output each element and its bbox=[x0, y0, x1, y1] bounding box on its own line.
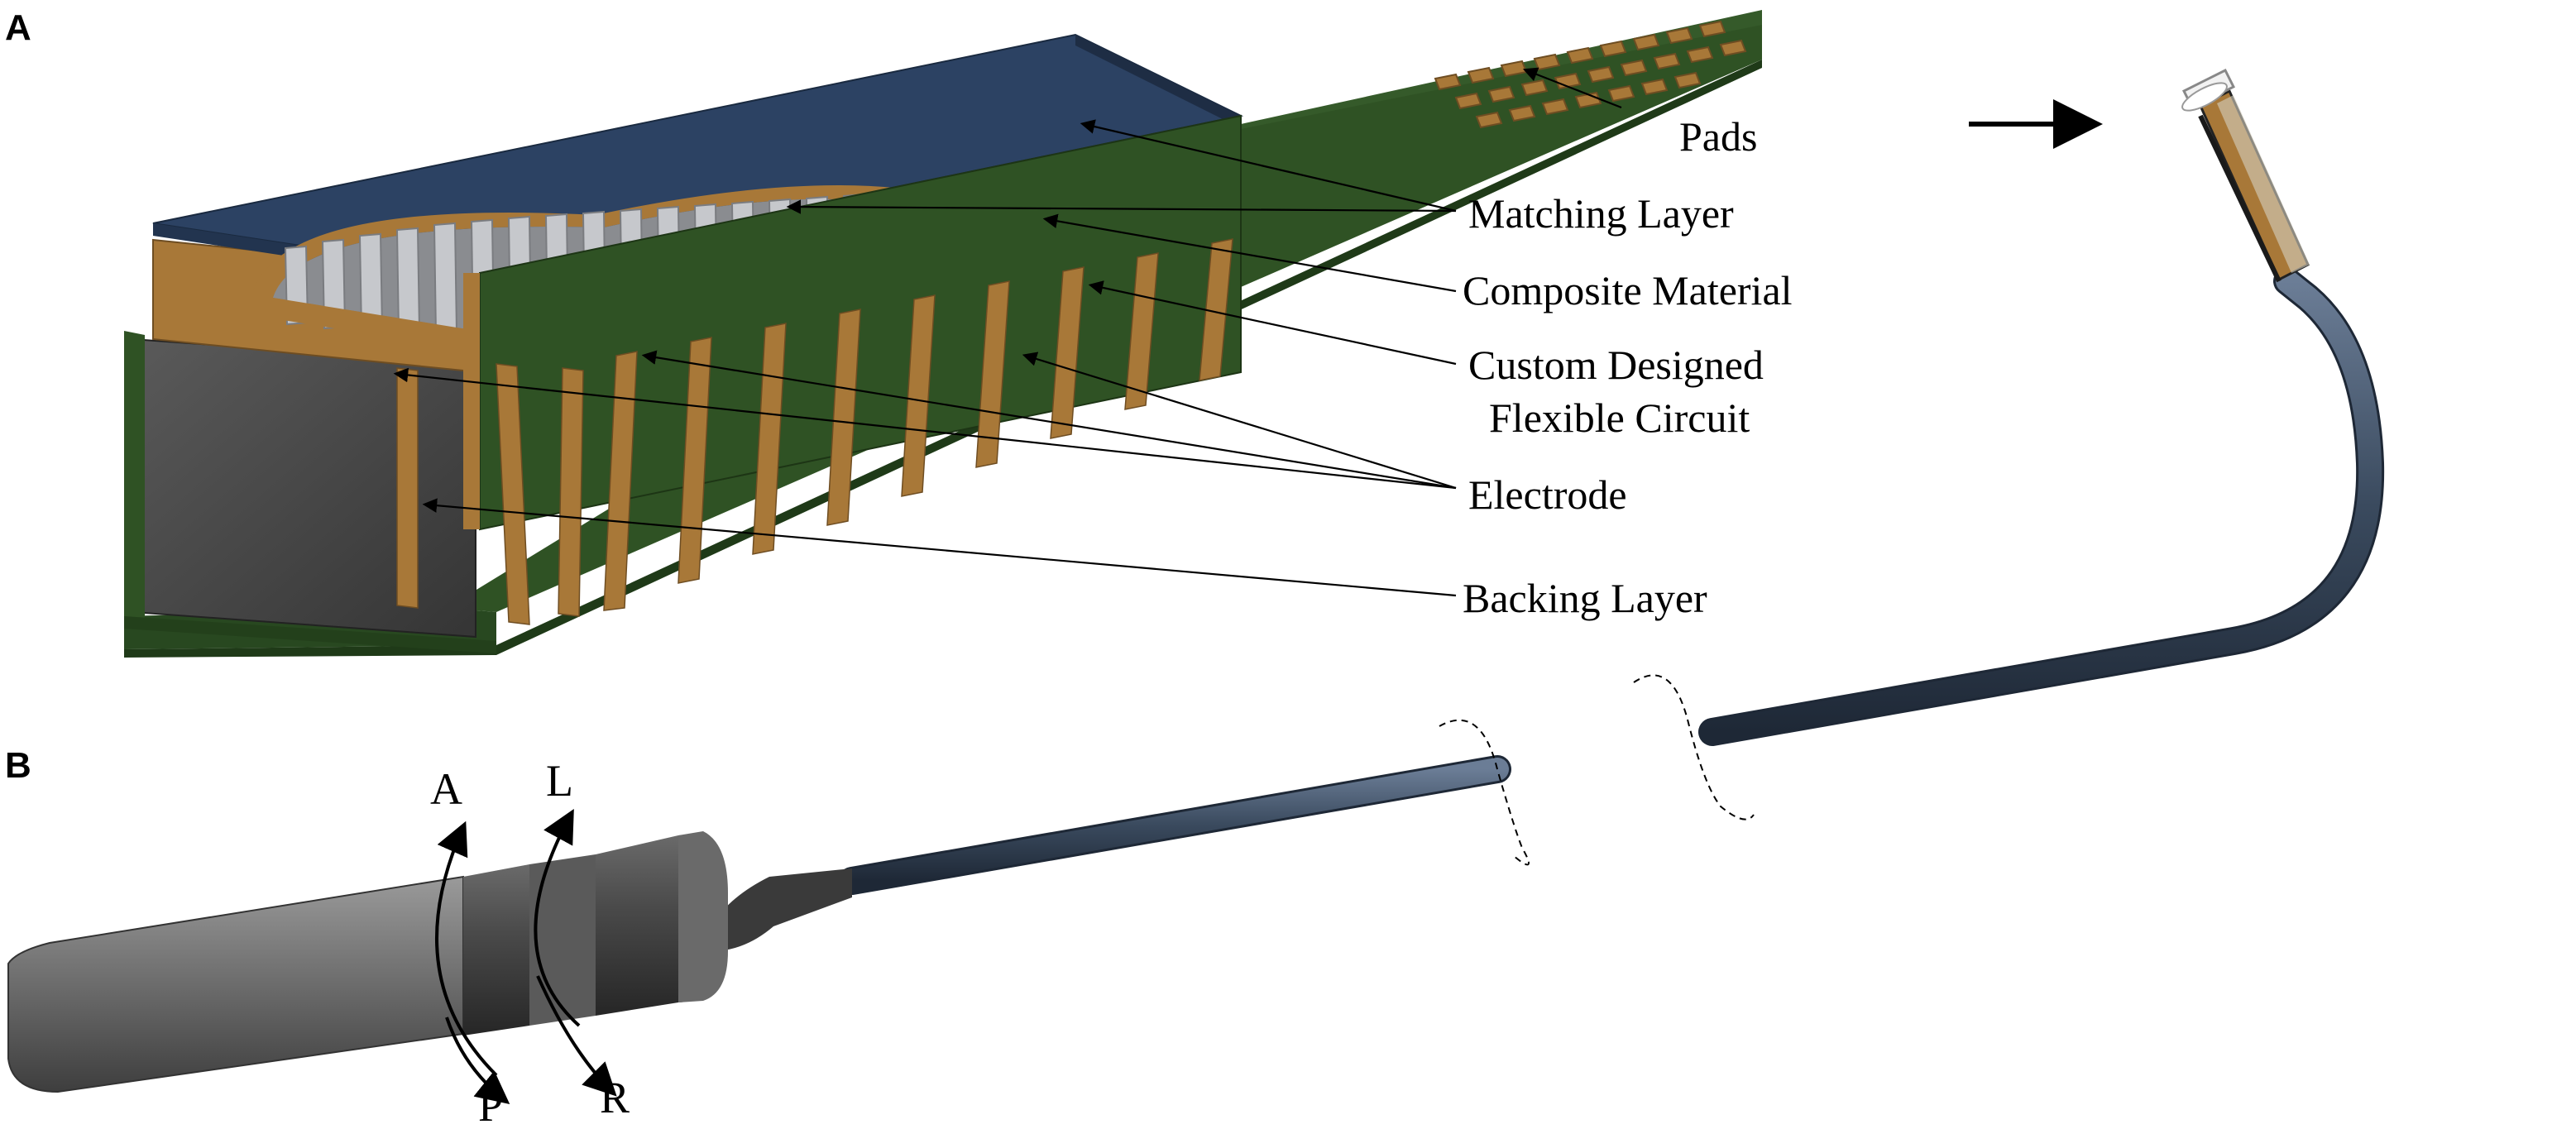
backing-layer-block bbox=[124, 331, 496, 653]
transducer-cross-section bbox=[124, 10, 1762, 658]
rotation-label-right: R bbox=[600, 1073, 630, 1122]
leader-lines bbox=[393, 67, 1622, 597]
label-backing-layer: Backing Layer bbox=[1463, 575, 1707, 621]
label-pads: Pads bbox=[1679, 113, 1757, 160]
rotation-labels: A L P R bbox=[430, 756, 630, 1129]
transducer-body bbox=[152, 33, 1244, 531]
label-flexible-circuit-2: Flexible Circuit bbox=[1489, 395, 1750, 441]
label-electrode: Electrode bbox=[1468, 471, 1627, 518]
contact-pads bbox=[1434, 20, 1747, 129]
rotation-label-anterior: A bbox=[430, 764, 462, 814]
probe-handle bbox=[7, 831, 852, 1093]
probe-tip bbox=[2181, 68, 2310, 283]
copper-traces bbox=[396, 238, 1233, 625]
label-flexible-circuit-1: Custom Designed bbox=[1468, 342, 1764, 388]
panel-b-letter: B bbox=[5, 745, 31, 786]
label-matching-layer: Matching Layer bbox=[1468, 190, 1734, 237]
rotation-label-posterior: P bbox=[478, 1081, 503, 1129]
rotation-label-left: L bbox=[546, 756, 573, 806]
shaft-break-symbol bbox=[1439, 674, 1755, 866]
label-composite-material: Composite Material bbox=[1463, 267, 1793, 313]
rotation-arrows bbox=[435, 808, 617, 1104]
probe-shaft bbox=[838, 267, 2385, 895]
panel-a-letter: A bbox=[5, 7, 31, 48]
callout-labels: Pads Matching Layer Composite Material C… bbox=[1463, 113, 1793, 621]
